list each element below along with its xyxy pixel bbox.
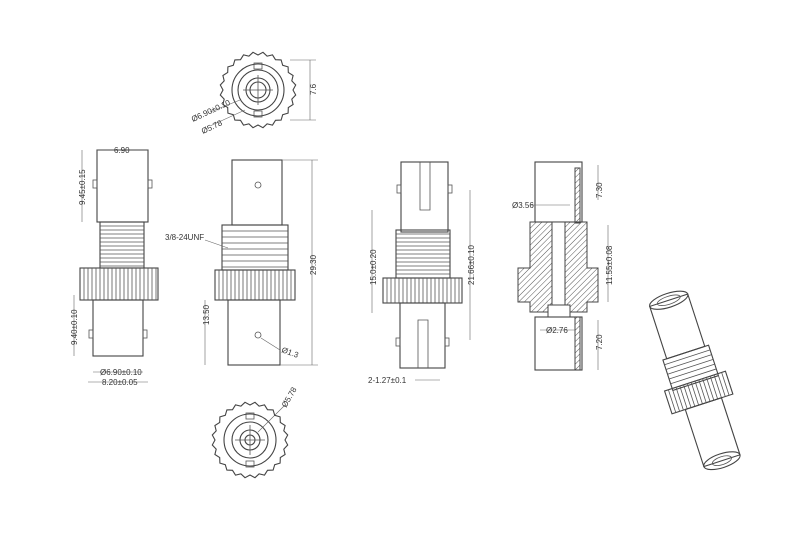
knurled-rim (219, 51, 297, 129)
sec-len-top: 7.30 (595, 182, 604, 198)
v1-width-bottom: 8.20±0.05 (102, 378, 138, 387)
v1-len-top: 9.45±0.15 (78, 169, 87, 205)
v2-thread: 3/8-24UNF (165, 233, 204, 242)
v2-hole: Ø1.3 (280, 345, 300, 360)
side-view-1: 6.90 9.45±0.15 9.40±0.10 Ø6.90±0.10 8.20… (70, 146, 159, 387)
v1-width-top: 6.90 (114, 146, 130, 155)
isometric-view (649, 290, 741, 471)
top-end-view: 7.6 Ø6.90±0.10 Ø5.78 (190, 51, 318, 136)
v3-len-a: 15.0±0.20 (369, 249, 378, 285)
sec-bore-top: Ø3.56 (512, 201, 534, 210)
sec-len-mid: 11.55±0.08 (605, 245, 614, 285)
side-view-3: 15.0±0.20 21.66±0.10 2-1.27±0.1 (368, 161, 476, 385)
knurled-rim (211, 401, 289, 479)
section-view: Ø3.56 7.30 11.55±0.08 Ø2.76 7.20 (512, 161, 614, 371)
v1-len-bottom: 9.40±0.10 (70, 309, 79, 345)
v1-dia-bottom: Ø6.90±0.10 (100, 368, 142, 377)
bottom-end-view: Ø5.78 (211, 385, 299, 479)
v3-len-b: 21.66±0.10 (467, 244, 476, 285)
v2-len-bottom: 13.50 (202, 304, 211, 325)
top-dia-outer: Ø6.90±0.10 (190, 98, 232, 124)
side-view-2: 29.30 13.50 3/8-24UNF Ø1.3 (165, 159, 318, 366)
top-height-dim: 7.6 (309, 83, 318, 95)
sec-bore-mid: Ø2.76 (546, 326, 568, 335)
top-dia-inner: Ø5.78 (200, 118, 224, 136)
bottom-dia: Ø5.78 (280, 385, 299, 409)
sec-len-bottom: 7.20 (595, 334, 604, 350)
v3-slot: 2-1.27±0.1 (368, 376, 407, 385)
v2-total-len: 29.30 (309, 254, 318, 275)
